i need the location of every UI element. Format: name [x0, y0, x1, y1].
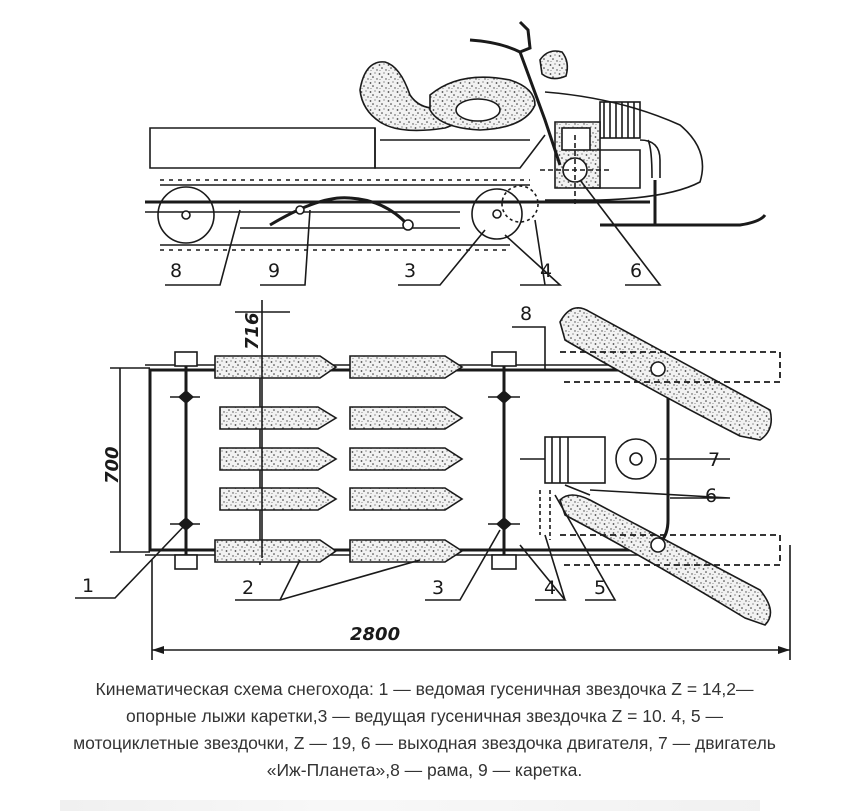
cargo-box — [149, 127, 376, 169]
side-label-4: 4 — [540, 260, 552, 282]
snowmobile-kinematic-diagram: 8 9 3 4 6 — [75, 20, 791, 660]
side-label-8: 8 — [170, 260, 182, 282]
drive-sprocket-side — [471, 188, 523, 240]
drive-wheel-top-left — [491, 351, 517, 367]
drive-wheel-top-right — [491, 554, 517, 570]
top-label-1: 1 — [82, 575, 94, 597]
figure-caption: Кинематическая схема снегохода: 1 — ведо… — [40, 676, 809, 784]
cowl-outline-upper — [560, 351, 781, 383]
front-ski — [600, 214, 767, 227]
rear-sprocket-side — [157, 186, 215, 244]
track — [160, 184, 530, 246]
rear-wheel-top-left — [174, 351, 198, 367]
next-text-partial — [60, 800, 760, 811]
dim-2800: 2800 — [350, 624, 400, 645]
top-label-2: 2 — [242, 577, 254, 599]
top-label-7: 7 — [708, 449, 720, 471]
caption-line-2: опорные лыжи каретки,3 — ведущая гусенич… — [126, 706, 723, 726]
steering-column — [518, 51, 562, 166]
top-view: 1 2 3 4 5 6 7 8 716 700 2800 — [75, 300, 791, 660]
side-view: 8 9 3 4 6 — [145, 20, 767, 286]
caption-line-1: Кинематическая схема снегохода: 1 — ведо… — [95, 679, 754, 699]
side-label-9: 9 — [268, 260, 280, 282]
side-label-6: 6 — [630, 260, 642, 282]
front-ski-top-upper — [559, 306, 773, 441]
rear-wheel-top-right — [174, 554, 198, 570]
dim-716: 716 — [242, 312, 263, 350]
support-skis — [214, 355, 464, 563]
top-label-6: 6 — [705, 485, 717, 507]
engine-top — [520, 436, 657, 484]
cowl-outline-lower — [560, 534, 781, 566]
side-label-3: 3 — [404, 260, 416, 282]
caption-line-3: мотоциклетные звездочки, Z — 19, 6 — вых… — [73, 733, 776, 753]
front-ski-top-lower — [559, 494, 772, 626]
top-label-3: 3 — [432, 577, 444, 599]
top-label-5: 5 — [594, 577, 606, 599]
caption-line-4: «Иж-Планета»,8 — рама, 9 — каретка. — [266, 760, 583, 780]
body-panel — [374, 128, 546, 169]
headlight — [539, 50, 569, 80]
top-label-4: 4 — [544, 577, 556, 599]
top-label-8: 8 — [520, 303, 532, 325]
fuel-cap — [455, 98, 501, 122]
dim-700: 700 — [102, 446, 123, 484]
handlebar — [469, 20, 532, 54]
chain-drive — [539, 490, 551, 540]
